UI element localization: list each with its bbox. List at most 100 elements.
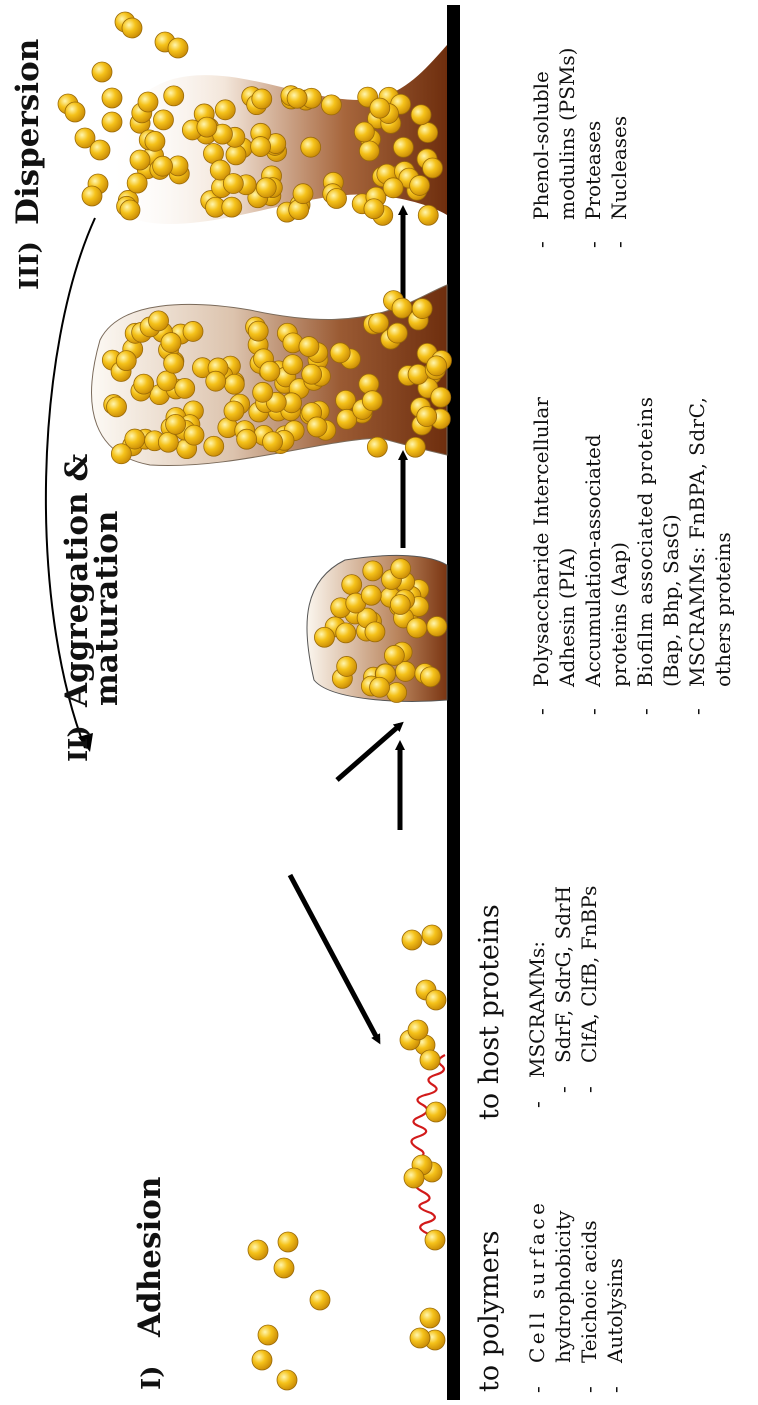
bacterial-cell: [263, 432, 283, 452]
bacterial-cell: [145, 131, 165, 151]
bacterial-cell: [237, 429, 257, 449]
svg-text:-: -: [685, 708, 709, 715]
polymers-item-3: Autolysins: [603, 1258, 627, 1364]
polymers-heading-text: to polymers: [474, 1231, 505, 1392]
bacterial-cell: [82, 186, 102, 206]
bacterial-cell: [393, 137, 413, 157]
bacterial-cell: [426, 1102, 446, 1122]
bacterial-cell: [183, 321, 203, 341]
bacterial-cell: [204, 436, 224, 456]
bacterial-cell: [258, 1325, 278, 1345]
bacterial-cell: [418, 205, 438, 225]
bacterial-cell: [361, 585, 381, 605]
svg-text:-: -: [525, 1386, 549, 1393]
aggregation-factors-list: - Polysaccharide Intercellular Adhesin (…: [529, 397, 735, 715]
bacterial-cell: [226, 145, 246, 165]
bacterial-cell: [408, 1020, 428, 1040]
bacterial-cell: [310, 1290, 330, 1310]
dispersion-line-3: Proteases: [581, 121, 605, 220]
bacterial-cell: [157, 371, 177, 391]
bacterial-cell: [362, 391, 382, 411]
aggregation-line-2: Adhesin (PIA): [555, 548, 579, 688]
bacterial-cell: [252, 89, 272, 109]
svg-text:-: -: [551, 1086, 575, 1093]
aggregation-line-8: others proteins: [711, 532, 735, 687]
bacterial-cell: [391, 559, 411, 579]
bacterial-cell: [287, 88, 307, 108]
bacterial-cell: [153, 156, 173, 176]
bacterial-cell: [107, 397, 127, 417]
aggregation-line-5: Biofilm associated proteins: [633, 397, 657, 687]
svg-text:-: -: [581, 708, 605, 715]
bacterial-cell: [102, 112, 122, 132]
bacterial-cell: [277, 1370, 297, 1390]
bacterial-cell: [370, 98, 390, 118]
polymers-item-1a: Cell surface: [525, 1203, 549, 1363]
bacterial-cell: [387, 323, 407, 343]
bacterial-cell: [411, 105, 431, 125]
stage-dispersion-label: III) Dispersion: [10, 39, 46, 290]
bacterial-cell: [293, 184, 313, 204]
stage-adhesion-label: I) Adhesion: [132, 1177, 168, 1390]
bacterial-cell: [164, 86, 184, 106]
bacterial-cell: [369, 313, 389, 333]
bacterial-cell: [299, 337, 319, 357]
svg-text:-: -: [581, 241, 605, 248]
stage-adhesion-title: Adhesion: [132, 1177, 168, 1338]
bacterial-cell: [412, 299, 432, 319]
bacterial-cell: [122, 18, 142, 38]
svg-text:-: -: [633, 708, 657, 715]
bacterial-cell: [175, 378, 195, 398]
bacterial-cell: [260, 361, 280, 381]
bacterial-cell: [365, 622, 385, 642]
bacterial-cell: [278, 1232, 298, 1252]
aggregation-line-1: Polysaccharide Intercellular: [529, 397, 553, 687]
attachment-surface: [447, 5, 460, 1400]
svg-text:-: -: [607, 241, 631, 248]
bacterial-cell: [384, 645, 404, 665]
bacterial-cell: [431, 387, 451, 407]
aggregation-line-6: (Bap, Bhp, SasG): [659, 514, 683, 687]
bacterial-cell: [327, 188, 347, 208]
stage-dispersion-title: Dispersion: [10, 39, 46, 225]
svg-text:-: -: [529, 241, 553, 248]
svg-text:-: -: [577, 1386, 601, 1393]
bacterial-cell: [153, 110, 173, 130]
bacterial-cell: [408, 364, 428, 384]
host-item-3: ClfA, ClfB, FnBPs: [577, 886, 601, 1063]
bacterial-cell: [390, 594, 410, 614]
host-proteins-list: - MSCRAMMs: - SdrF, SdrG, SdrH - ClfA, C…: [525, 886, 601, 1108]
polymers-heading: to polymers: [474, 1231, 505, 1392]
bacterial-cell: [359, 141, 379, 161]
bacterial-cell: [111, 444, 131, 464]
bacterial-cell: [164, 353, 184, 373]
bacterial-cell: [367, 437, 387, 457]
bacterial-cell: [307, 417, 327, 437]
polymers-list: - Cell surface hydrophobicity - Teichoic…: [525, 1203, 627, 1393]
stage-adhesion-numeral: I): [137, 1366, 167, 1390]
bacterial-cell: [427, 616, 447, 636]
bacterial-cell: [354, 122, 374, 142]
bacterial-cell: [130, 150, 150, 170]
bacterial-cell: [65, 102, 85, 122]
stage-aggregation-title-2: maturation: [89, 511, 125, 706]
stage-aggregation-label-2: maturation: [89, 511, 125, 706]
bacterial-cell: [426, 990, 446, 1010]
bacterial-cell: [314, 627, 334, 647]
host-item-2: SdrF, SdrG, SdrH: [551, 886, 575, 1063]
bacterial-cell: [370, 677, 390, 697]
host-proteins-heading: to host proteins: [474, 904, 505, 1120]
bacterial-cell: [184, 425, 204, 445]
dispersion-line-2: modulins (PSMs): [555, 48, 579, 221]
arrow-free-to-host: [290, 875, 378, 1040]
bacterial-cell: [138, 92, 158, 112]
bacterial-cell: [274, 1258, 294, 1278]
bacterial-cell: [248, 321, 268, 341]
arrow-free-to-polymer: [337, 725, 400, 780]
aggregation-line-7: MSCRAMMs: FnBPA, SdrC,: [685, 397, 709, 687]
bacterial-cell: [161, 333, 181, 353]
bacterial-cell: [420, 1308, 440, 1328]
bacterial-cell: [427, 356, 447, 376]
